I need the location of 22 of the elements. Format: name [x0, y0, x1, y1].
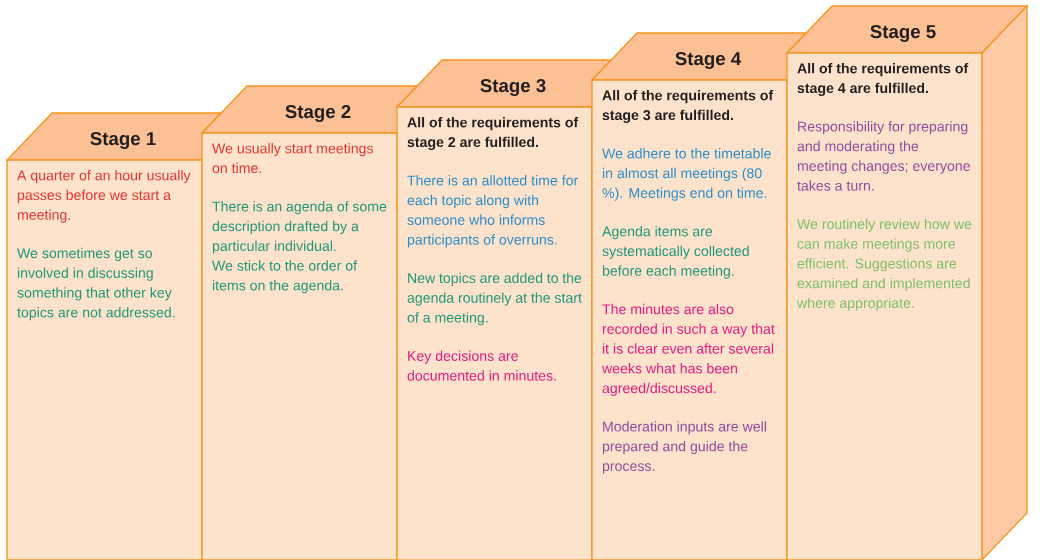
text-paragraph: New topics are added to the agenda routinely at the start of a meeting. — [407, 272, 582, 326]
text-paragraph: All of the requirements of stage 4 are fulfilled. — [797, 63, 969, 96]
text-paragraph: The minutes are also recorded in such a way that it is clear even after several weeks what has been agreed/discussed. — [602, 303, 775, 396]
text-paragraph: Moderation inputs are well prepared and guide the process. — [602, 421, 766, 474]
text-paragraph: All of the requirements of stage 3 are fulfilled. — [602, 90, 774, 123]
text-paragraph: We stick to the order of items on the agenda. — [212, 260, 358, 294]
block-heading: Stage 5 — [870, 25, 936, 42]
text-paragraph: Key decisions are documented in minutes. — [407, 350, 556, 381]
text-paragraph: There is an allotted time for each topic along with someone who informs participants of overruns. — [407, 175, 578, 248]
text-paragraph: We sometimes get so involved in discussing something that other key topics are not addressed. — [17, 247, 175, 321]
text-paragraph: A quarter of an hour usually passes before we start a meeting. — [17, 170, 191, 223]
text-paragraph: All of the requirements of stage 2 are fulfilled. — [407, 117, 579, 150]
block-heading: Stage 3 — [480, 79, 546, 96]
block-heading: Stage 1 — [90, 132, 156, 149]
text-paragraph: There is an agenda of some description drafted by a particular individual. — [212, 201, 387, 254]
text-paragraph: We usually start meetings on time. — [212, 143, 374, 174]
text-paragraph: Responsibility for preparing and moderating the meeting changes; everyone takes a turn. — [797, 121, 970, 191]
text-paragraph: We adhere to the timetable in almost all meetings (80 %). Meetings end on time. — [602, 148, 771, 201]
block-heading: Stage 4 — [675, 52, 742, 69]
block-heading: Stage 2 — [285, 105, 351, 122]
text-paragraph: We routinely review how we can make meetings more efficient. Suggestions are examined and implemented where appropriate. — [797, 218, 972, 311]
text-paragraph: Agenda items are systematically collected before each meeting. — [602, 226, 749, 279]
